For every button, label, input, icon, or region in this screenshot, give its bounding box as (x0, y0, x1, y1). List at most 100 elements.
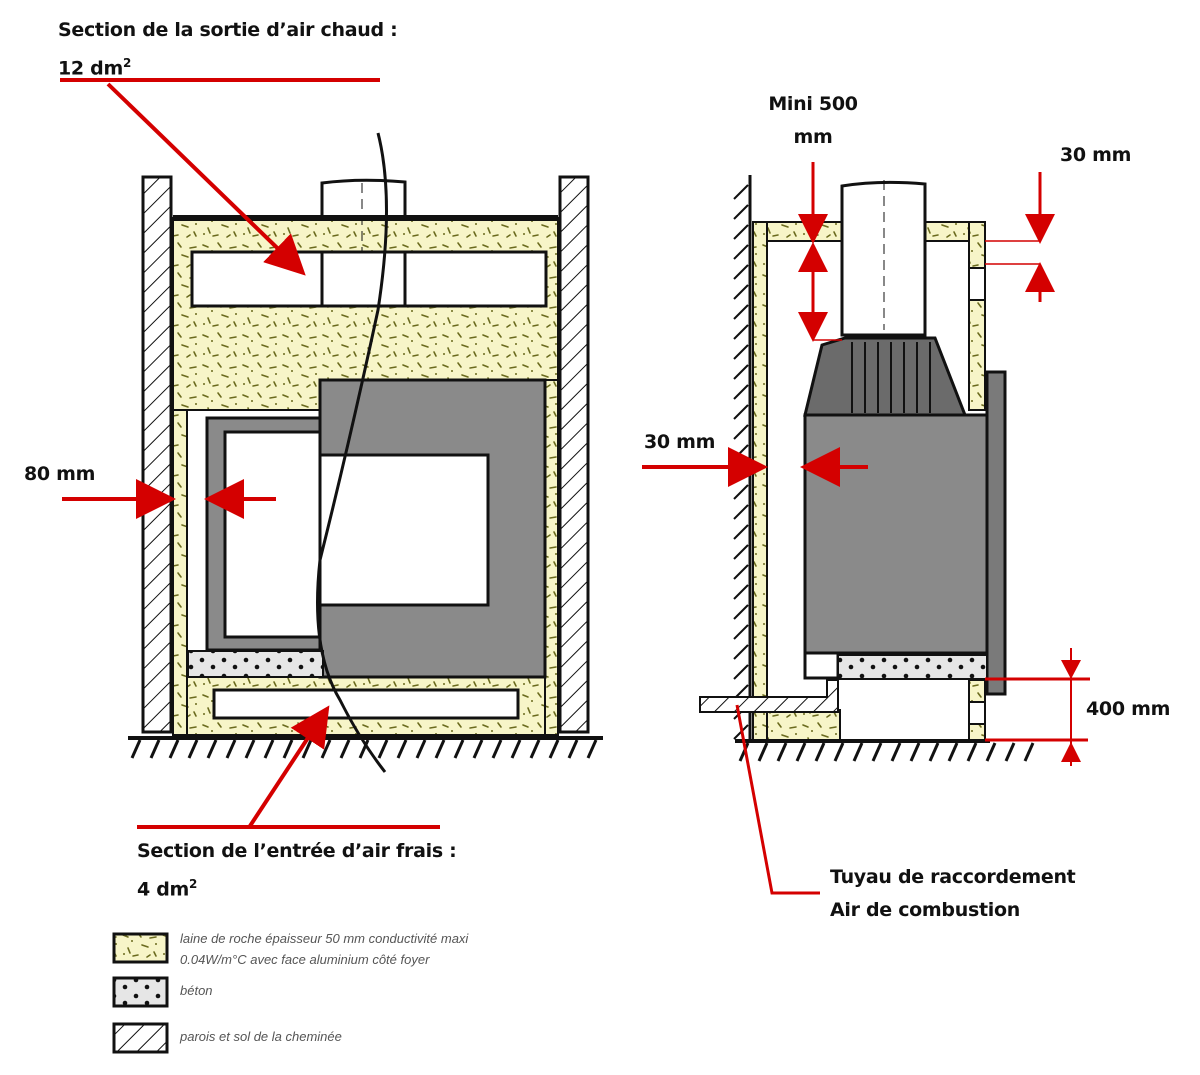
wall-hatch-stroke (733, 424, 749, 440)
floor-hatch-stroke (263, 739, 275, 759)
floor-hatch-stroke (909, 742, 921, 762)
hot-air-outlet-value: 12 dm (58, 57, 123, 80)
floor-hatch-stroke (814, 742, 826, 762)
floor-hatch-stroke (396, 739, 408, 759)
floor-hatch-stroke (510, 739, 522, 759)
legend-rock-wool-line1: laine de roche épaisseur 50 mm conductiv… (180, 931, 469, 946)
floor-hatch-stroke (282, 739, 294, 759)
floor-hatch-stroke (225, 739, 237, 759)
floor-hatch-stroke (833, 742, 845, 762)
legend-text-hatch: parois et sol de la cheminée (180, 1029, 342, 1044)
floor-hatch-stroke (1023, 742, 1035, 762)
side-insulation-front (968, 221, 986, 411)
legend-swatch-concrete (112, 976, 169, 1008)
wall-hatch-stroke (733, 564, 749, 580)
side-wall-hatch (733, 184, 749, 740)
combustion-air-pipe (699, 679, 839, 713)
floor-hatch-stroke (377, 739, 389, 759)
min-height-label: Mini 500 mm (763, 88, 863, 154)
floor-hatch-stroke (358, 739, 370, 759)
hot-air-outlet-title: Section de la sortie d’air chaud : (58, 19, 398, 41)
side-front-vent (968, 267, 986, 301)
fresh-air-inlet-label: Section de l’entrée d’air frais : 4 dm2 (137, 835, 457, 906)
legend (112, 932, 169, 1054)
side-insulation-top-left (766, 221, 843, 242)
floor-hatch-stroke (985, 742, 997, 762)
back-gap-30mm-label: 30 mm (644, 431, 716, 453)
wall-hatch-stroke (733, 224, 749, 240)
floor-hatch-stroke (738, 742, 750, 762)
annotations (60, 78, 1090, 895)
wall-hatch-stroke (733, 544, 749, 560)
pipe-label-line2: Air de combustion (830, 899, 1020, 921)
side-insulation-back (752, 221, 768, 741)
firebox-hood (803, 336, 968, 417)
right-chimney-wall (558, 175, 590, 734)
floor-hatch-stroke (1004, 742, 1016, 762)
front-insulation-left (172, 409, 188, 736)
floor-hatch-stroke (472, 739, 484, 759)
floor-hatch-stroke (947, 742, 959, 762)
floor-hatch-stroke (548, 739, 560, 759)
hot-air-outlet-label: Section de la sortie d’air chaud : 12 dm… (58, 14, 398, 85)
side-firebox-body (803, 413, 989, 655)
base-height-400mm-label: 400 mm (1086, 698, 1171, 720)
front-view (128, 132, 603, 773)
pipe-leader (735, 704, 820, 895)
floor-hatch-stroke (852, 742, 864, 762)
floor-hatch-stroke (890, 742, 902, 762)
firebox-glass (318, 453, 490, 607)
floor-hatch-stroke (966, 742, 978, 762)
hood-ribs (851, 342, 931, 413)
side-gap-80mm-label: 80 mm (24, 463, 96, 485)
section-break-line (316, 132, 388, 773)
left-chimney-wall (141, 175, 173, 734)
fresh-air-leader-arrow (248, 705, 330, 828)
wall-hatch-stroke (733, 264, 749, 280)
wall-hatch-stroke (733, 604, 749, 620)
min-height-line2: mm (793, 126, 833, 148)
wall-hatch-stroke (733, 364, 749, 380)
floor-hatch-stroke (434, 739, 446, 759)
floor-hatch-stroke (168, 739, 180, 759)
fresh-air-inlet-title: Section de l’entrée d’air frais : (137, 840, 457, 862)
floor-hatch-stroke (491, 739, 503, 759)
front-insulation-right (544, 379, 559, 736)
wall-hatch-stroke (733, 504, 749, 520)
floor-hatch-stroke (586, 739, 598, 759)
legend-rock-wool-line2: 0.04W/m°C avec face aluminium côté foyer (180, 952, 430, 967)
floor-hatch-stroke (130, 739, 142, 759)
floor-hatch-stroke (320, 739, 332, 759)
fresh-air-inlet-value: 4 dm (137, 878, 190, 901)
dim-400mm-arrow-up (1061, 742, 1081, 762)
wall-hatch-stroke (733, 404, 749, 420)
floor-hatch-stroke (415, 739, 427, 759)
side-flue-pipe (840, 180, 927, 337)
floor-hatch-stroke (187, 739, 199, 759)
wall-hatch-stroke (733, 664, 749, 680)
fresh-air-inlet-sup: 2 (189, 877, 198, 891)
side-insulation-bottom (766, 709, 841, 741)
floor-hatch-stroke (206, 739, 218, 759)
floor-hatch-stroke (244, 739, 256, 759)
legend-swatch-rock-wool (112, 932, 169, 964)
side-firebox-door (985, 370, 1007, 696)
min-height-line1: Mini 500 (768, 93, 858, 115)
wall-hatch-stroke (733, 204, 749, 220)
front-concrete-base (187, 650, 324, 678)
pipe-label-line1: Tuyau de raccordement (830, 866, 1076, 888)
combustion-pipe-label: Tuyau de raccordement Air de combustion (830, 861, 1076, 927)
side-front-leg-vent (968, 701, 986, 725)
side-base-block (803, 651, 840, 680)
floor-hatch-stroke (453, 739, 465, 759)
wall-hatch-stroke (733, 644, 749, 660)
wall-hatch-stroke (733, 244, 749, 260)
hot-air-leader-arrow (106, 82, 306, 276)
wall-hatch-stroke (733, 584, 749, 600)
floor-hatch-stroke (529, 739, 541, 759)
dim-400mm-arrow-down (1061, 660, 1081, 679)
wall-hatch-stroke (733, 324, 749, 340)
legend-swatch-hatch (112, 1022, 169, 1054)
floor-hatch-stroke (149, 739, 161, 759)
floor-hatch-stroke (776, 742, 788, 762)
